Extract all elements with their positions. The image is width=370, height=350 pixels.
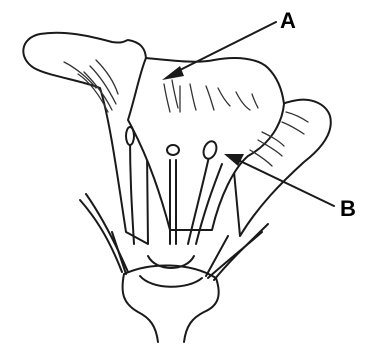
label-b: B — [340, 196, 356, 222]
receptacle-and-stem — [123, 256, 219, 342]
label-a: A — [280, 8, 296, 34]
